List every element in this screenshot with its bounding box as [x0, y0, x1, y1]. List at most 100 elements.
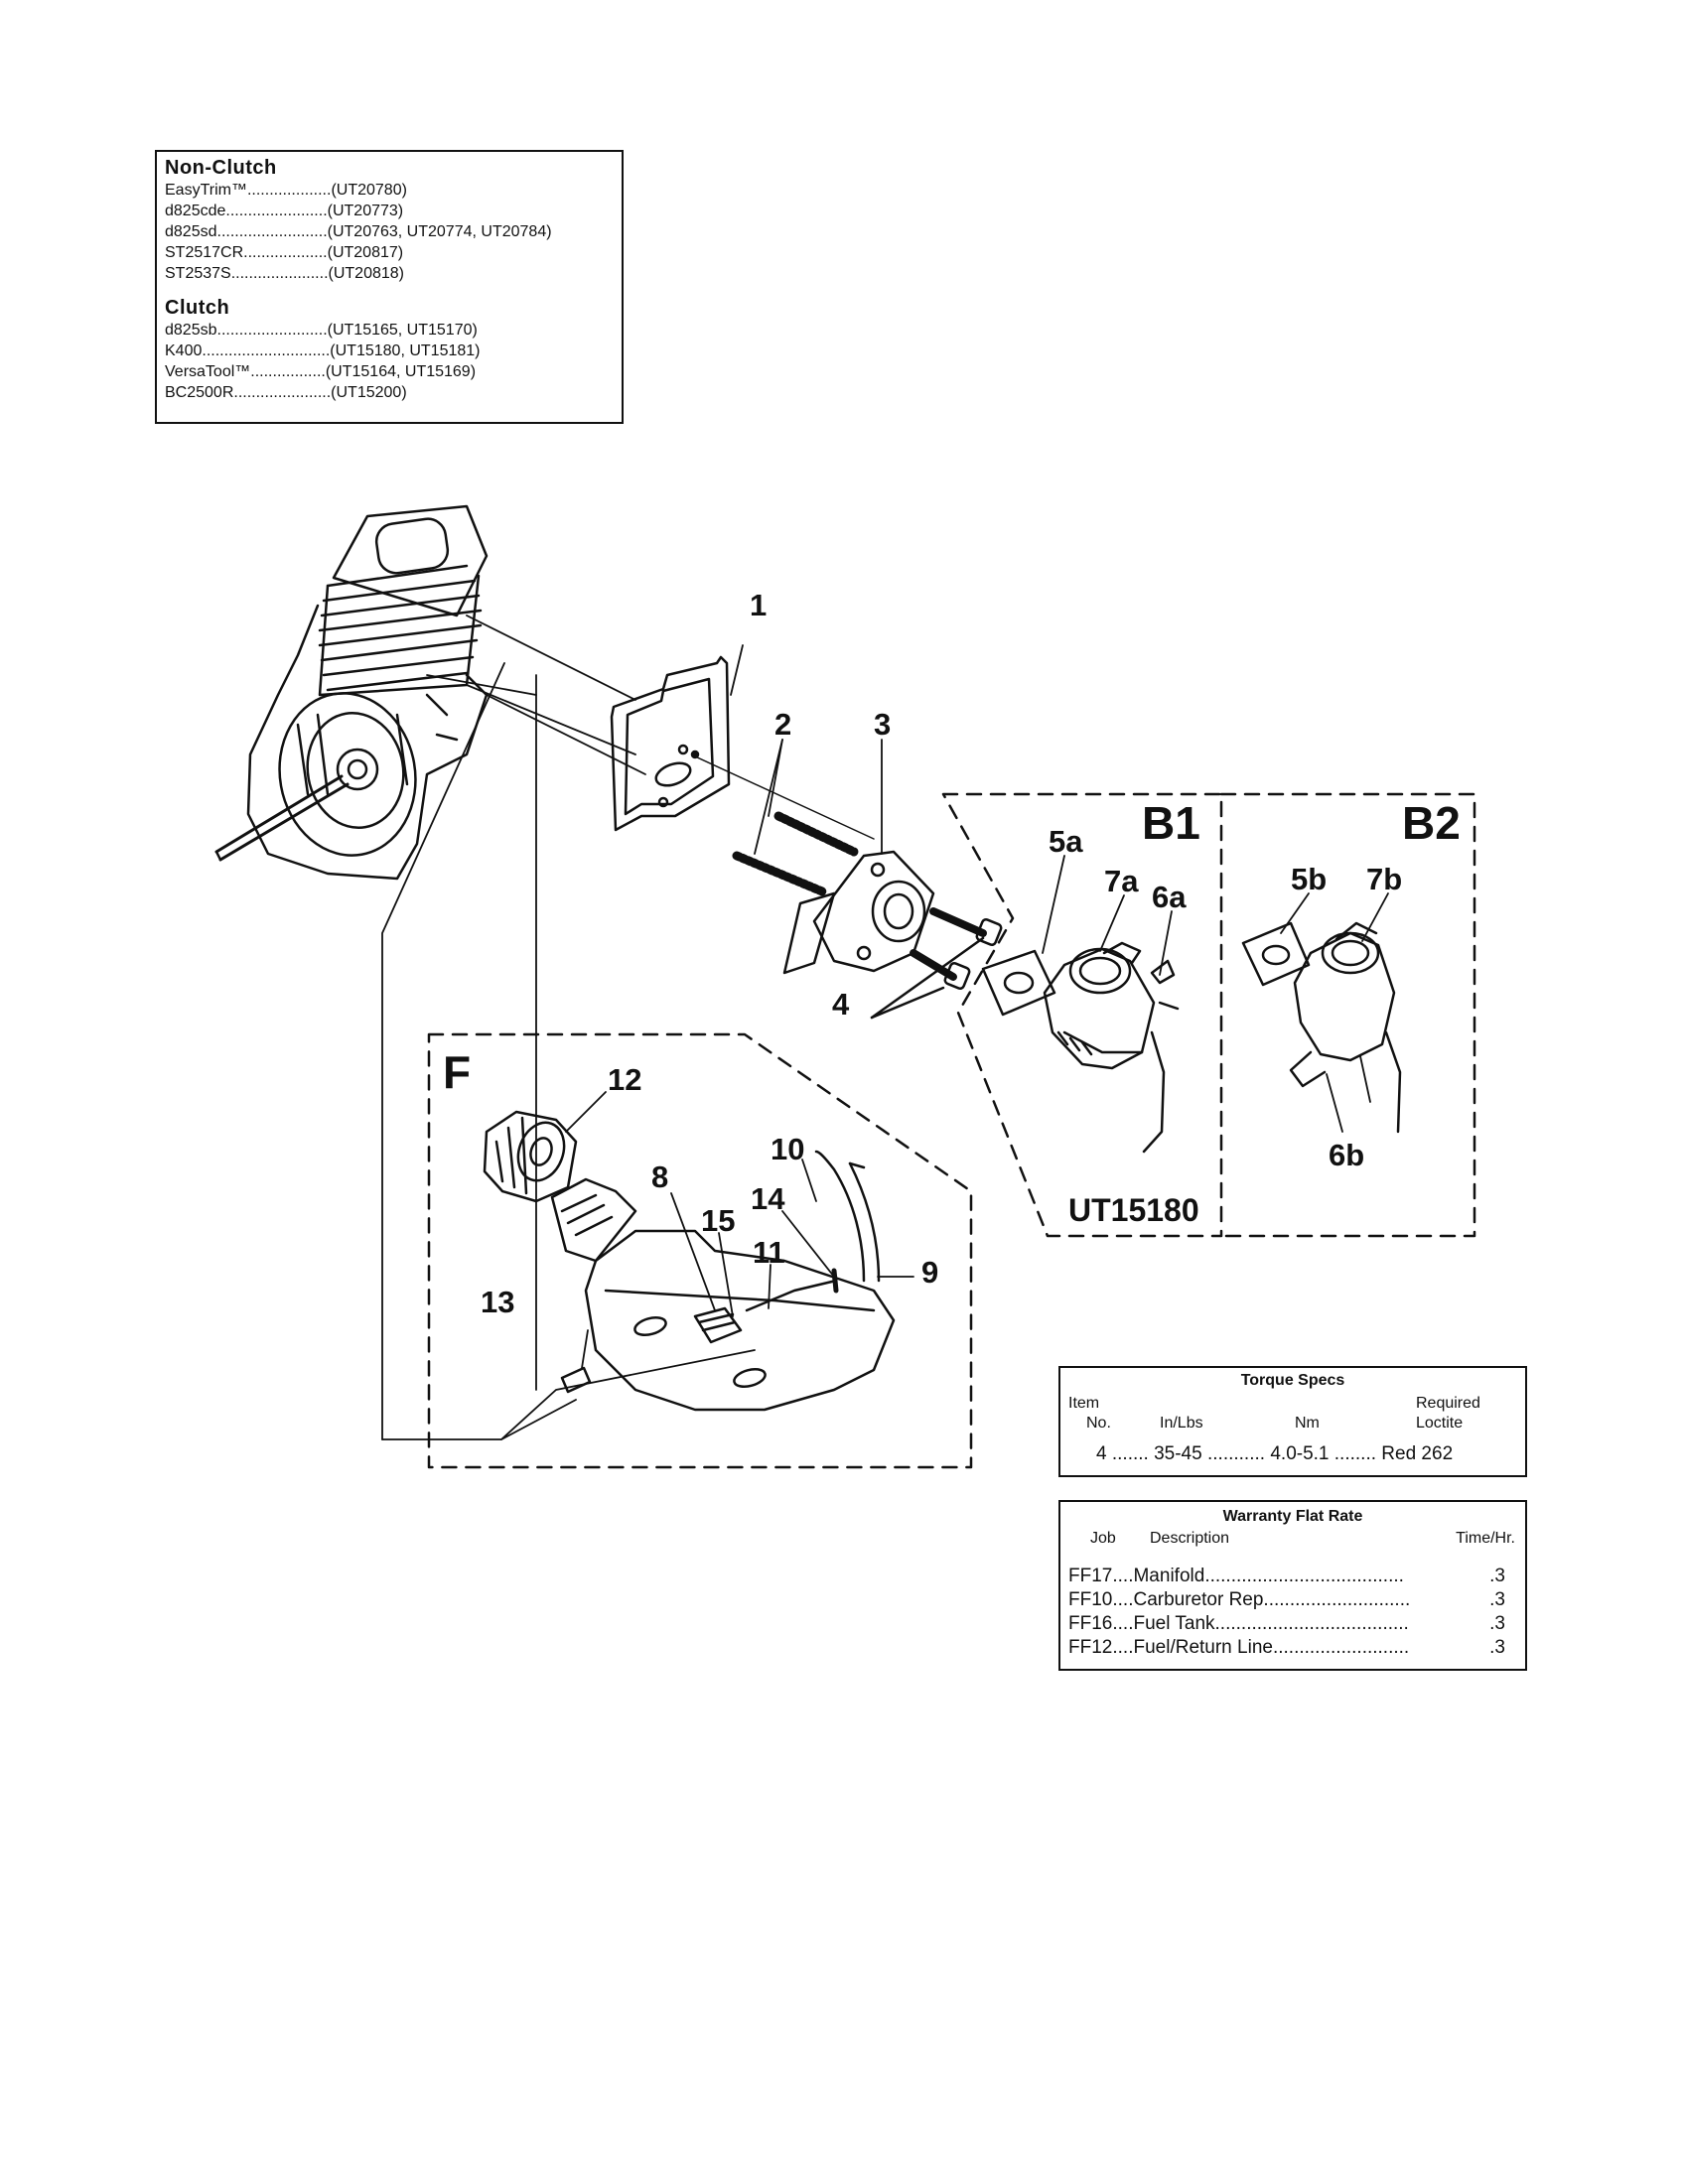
- manifold-part-3: [782, 850, 935, 975]
- model-row: d825sd.........................(UT20763,…: [165, 221, 614, 242]
- job-description: Carburetor Rep.: [1133, 1589, 1269, 1610]
- model-name: ST2517CR: [165, 244, 244, 261]
- carburetor-b1: [981, 941, 1180, 1154]
- model-name: d825cde: [165, 203, 226, 219]
- callout-10: 10: [771, 1132, 804, 1166]
- job-code: FF17: [1068, 1566, 1113, 1586]
- leader-dots: .................: [250, 363, 326, 380]
- gasket-plate-part-1: [610, 655, 731, 832]
- model-row: d825sb.........................(UT15165,…: [165, 320, 614, 341]
- callout-6a: 6a: [1152, 880, 1187, 914]
- warranty-title: Warranty Flat Rate: [1222, 1508, 1363, 1525]
- leader-dots: .........................: [216, 322, 328, 339]
- group-title-clutch: Clutch: [165, 297, 230, 319]
- callout-8: 8: [651, 1160, 668, 1194]
- header-description: Description: [1150, 1530, 1230, 1547]
- leader-dots: ...........: [1206, 1443, 1266, 1464]
- leader-dots: ..........................: [1272, 1637, 1410, 1658]
- header-required: Required: [1416, 1395, 1480, 1412]
- header-time: Time/Hr.: [1456, 1530, 1515, 1547]
- leader-dots: .....................................: [1214, 1613, 1409, 1634]
- section-b2-outline: [1219, 792, 1476, 1238]
- leader-dots: ...................: [246, 182, 332, 199]
- model-row: K400.............................(UT1518…: [165, 341, 614, 361]
- callout-15: 15: [701, 1203, 735, 1238]
- model-row: BC2500R......................(UT15200): [165, 382, 614, 403]
- model-name: d825sb: [165, 322, 217, 339]
- section-label-b2: B2: [1402, 797, 1461, 849]
- warranty-row: FF16....Fuel Tank.......................…: [1068, 1613, 1517, 1637]
- model-codes: (UT20763, UT20774, UT20784): [327, 223, 552, 240]
- leader-dots: ......................: [233, 384, 332, 401]
- section-b1-outline: [941, 792, 1223, 1238]
- carburetor-b2: [1241, 921, 1402, 1134]
- model-row: VersaTool™.................(UT15164, UT1…: [165, 361, 614, 382]
- warranty-row: FF12....Fuel/Return Line................…: [1068, 1637, 1517, 1661]
- leader-dots: .........................: [216, 223, 328, 240]
- group-title-non-clutch: Non-Clutch: [165, 157, 277, 179]
- callout-12: 12: [608, 1062, 641, 1097]
- model-group-non-clutch: Non-Clutch EasyTrim™...................(…: [165, 156, 614, 284]
- leader-dots: .............................: [202, 342, 331, 359]
- job-rate: .3: [1489, 1613, 1505, 1634]
- manifold-studs-part-2: [694, 755, 875, 896]
- leader-dots: ......................: [230, 265, 329, 282]
- callout-4: 4: [832, 987, 850, 1022]
- callout-9: 9: [921, 1255, 938, 1290]
- leader-dots: ...........................: [1268, 1589, 1411, 1610]
- callout-labels: 1 2 3 4 5a 7a 6a 5b 7b 6b 8 9 10 11 12 1…: [443, 588, 1461, 1319]
- torque-loctite: Red 262: [1381, 1443, 1454, 1464]
- header-loctite: Loctite: [1416, 1415, 1464, 1432]
- section-label-f: F: [443, 1046, 471, 1098]
- callout-7b: 7b: [1366, 862, 1402, 896]
- header-nm: Nm: [1295, 1415, 1320, 1432]
- callout-leaders-f: [565, 1091, 914, 1369]
- callout-6b: 6b: [1329, 1138, 1364, 1172]
- model-row: ST2537S......................(UT20818): [165, 263, 614, 284]
- torque-inlbs: 35-45: [1154, 1443, 1202, 1464]
- job-code: FF16: [1068, 1613, 1113, 1634]
- callout-11: 11: [753, 1235, 785, 1270]
- job-code: FF12: [1068, 1637, 1113, 1658]
- model-group-clutch: Clutch d825sb.........................(U…: [165, 296, 614, 403]
- header-inlbs: In/Lbs: [1160, 1415, 1203, 1432]
- model-name: VersaTool™: [165, 363, 251, 380]
- assembly-leader-lines: [381, 614, 756, 1440]
- leader-dots: .......: [1111, 1443, 1149, 1464]
- model-name: ST2537S: [165, 265, 231, 282]
- warranty-row: FF10....Carburetor Rep..................…: [1068, 1589, 1517, 1613]
- header-job: Job: [1090, 1530, 1116, 1547]
- model-label-ut15180: UT15180: [1068, 1192, 1199, 1228]
- job-description: Fuel Tank: [1133, 1613, 1215, 1634]
- model-codes: (UT15200): [331, 384, 407, 401]
- callout-13: 13: [481, 1285, 514, 1319]
- model-row: d825cde.......................(UT20773): [165, 201, 614, 221]
- job-rate: .3: [1489, 1589, 1505, 1610]
- torque-item: 4: [1096, 1443, 1107, 1464]
- leader-dots: ....: [1112, 1589, 1134, 1610]
- callout-2: 2: [774, 707, 791, 742]
- leader-dots: ...................: [243, 244, 328, 261]
- model-codes: (UT15164, UT15169): [325, 363, 477, 380]
- leader-dots: ....: [1112, 1613, 1134, 1634]
- leader-dots: ....: [1112, 1637, 1134, 1658]
- model-name: K400: [165, 342, 203, 359]
- torque-specs-table: Torque Specs Item No. In/Lbs Nm Required…: [1058, 1366, 1527, 1477]
- fuel-tank-assembly: [483, 1110, 896, 1412]
- job-rate: .3: [1489, 1566, 1505, 1586]
- leader-dots: .......................: [225, 203, 328, 219]
- callout-5b: 5b: [1291, 862, 1327, 896]
- model-list-box: Non-Clutch EasyTrim™...................(…: [155, 150, 624, 424]
- warranty-row: FF17....Manifold........................…: [1068, 1566, 1517, 1589]
- job-rate: .3: [1489, 1637, 1505, 1658]
- callout-5a: 5a: [1049, 824, 1083, 859]
- model-codes: (UT15165, UT15170): [327, 322, 478, 339]
- job-description: Fuel/Return Line: [1133, 1637, 1273, 1658]
- warranty-flat-rate-table: Warranty Flat Rate Job Description Time/…: [1058, 1500, 1527, 1671]
- section-f-outline: [427, 1032, 973, 1469]
- model-row: EasyTrim™...................(UT20780): [165, 180, 614, 201]
- leader-dots: ......................................: [1204, 1566, 1404, 1586]
- model-codes: (UT20780): [331, 182, 407, 199]
- header-item: Item: [1068, 1395, 1100, 1412]
